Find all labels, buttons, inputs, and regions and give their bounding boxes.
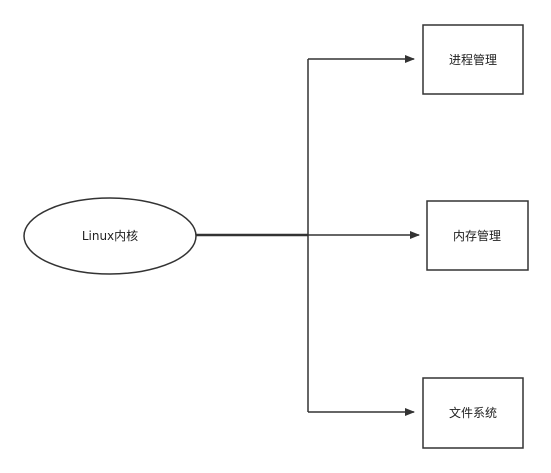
process-box [422, 24, 524, 95]
memory-box [426, 200, 529, 271]
root-node: Linux内核 [23, 197, 197, 275]
filesystem-label: 文件系统 [449, 405, 497, 420]
process-label: 进程管理 [449, 52, 497, 67]
memory-label: 内存管理 [453, 228, 501, 243]
root-ellipse [23, 197, 197, 275]
filesystem-box [422, 377, 524, 449]
child-node-memory: 内存管理 [426, 200, 529, 271]
connectors [196, 55, 420, 416]
child-node-filesystem: 文件系统 [422, 377, 524, 449]
root-label: Linux内核 [82, 229, 138, 243]
child-node-process: 进程管理 [422, 24, 524, 95]
